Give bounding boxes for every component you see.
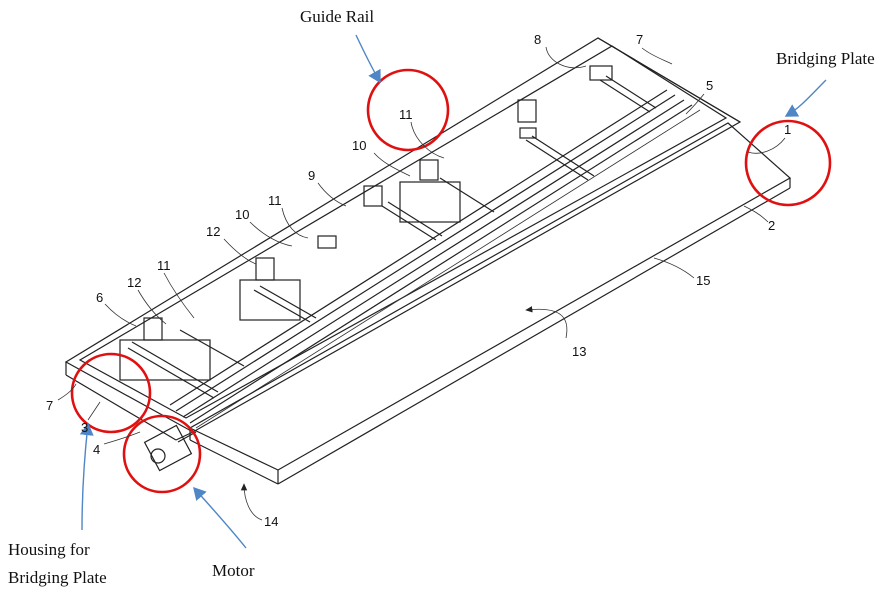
part-number-7-left: 7 xyxy=(46,398,53,413)
motor-label: Motor xyxy=(212,561,255,580)
part-number-11-top: 11 xyxy=(399,107,413,122)
part-number-15: 15 xyxy=(696,273,710,288)
part-number-12-mid: 12 xyxy=(206,224,220,239)
housing-label-line2: Bridging Plate xyxy=(8,568,107,587)
drive-unit-1 xyxy=(589,65,657,113)
housing-highlight-circle xyxy=(70,352,152,434)
part-number-5: 5 xyxy=(706,78,713,93)
callout-arrows xyxy=(79,34,827,549)
bridging-plate-highlight-circle xyxy=(744,119,832,207)
part-numbers: 8 7 5 1 2 11 10 9 11 10 12 11 12 6 7 3 4… xyxy=(46,32,791,529)
part-number-11-mid: 11 xyxy=(268,193,282,208)
part-number-10-mid: 10 xyxy=(235,207,249,222)
guide-rail-highlight-circle xyxy=(366,68,450,152)
drive-unit-5 xyxy=(239,257,317,323)
drive-unit-4 xyxy=(317,185,383,249)
part-number-4: 4 xyxy=(93,442,100,457)
part-number-1: 1 xyxy=(784,122,791,137)
part-number-7-top: 7 xyxy=(636,32,643,47)
part-number-12-left: 12 xyxy=(127,275,141,290)
drive-unit-2 xyxy=(517,99,595,181)
motor xyxy=(143,424,197,472)
part-number-13: 13 xyxy=(572,344,586,359)
part-number-14: 14 xyxy=(264,514,278,529)
drive-unit-6 xyxy=(119,317,245,399)
drive-unit-3 xyxy=(381,159,495,241)
motor-highlight-circle xyxy=(122,414,202,494)
drive-units xyxy=(119,65,657,399)
guide-rail-label: Guide Rail xyxy=(300,7,374,26)
housing-label-line1: Housing for xyxy=(8,540,90,559)
bridging-plate xyxy=(188,122,792,485)
bridging-plate-label: Bridging Plate xyxy=(776,49,875,68)
part-number-6: 6 xyxy=(96,290,103,305)
part-number-2: 2 xyxy=(768,218,775,233)
guide-rail-assembly xyxy=(169,89,701,429)
part-number-8: 8 xyxy=(534,32,541,47)
part-number-10-top: 10 xyxy=(352,138,366,153)
part-number-11-left: 11 xyxy=(157,258,171,273)
highlight-circles xyxy=(70,68,832,494)
part-number-3: 3 xyxy=(81,420,88,435)
part-number-9: 9 xyxy=(308,168,315,183)
leader-lines xyxy=(57,46,786,521)
